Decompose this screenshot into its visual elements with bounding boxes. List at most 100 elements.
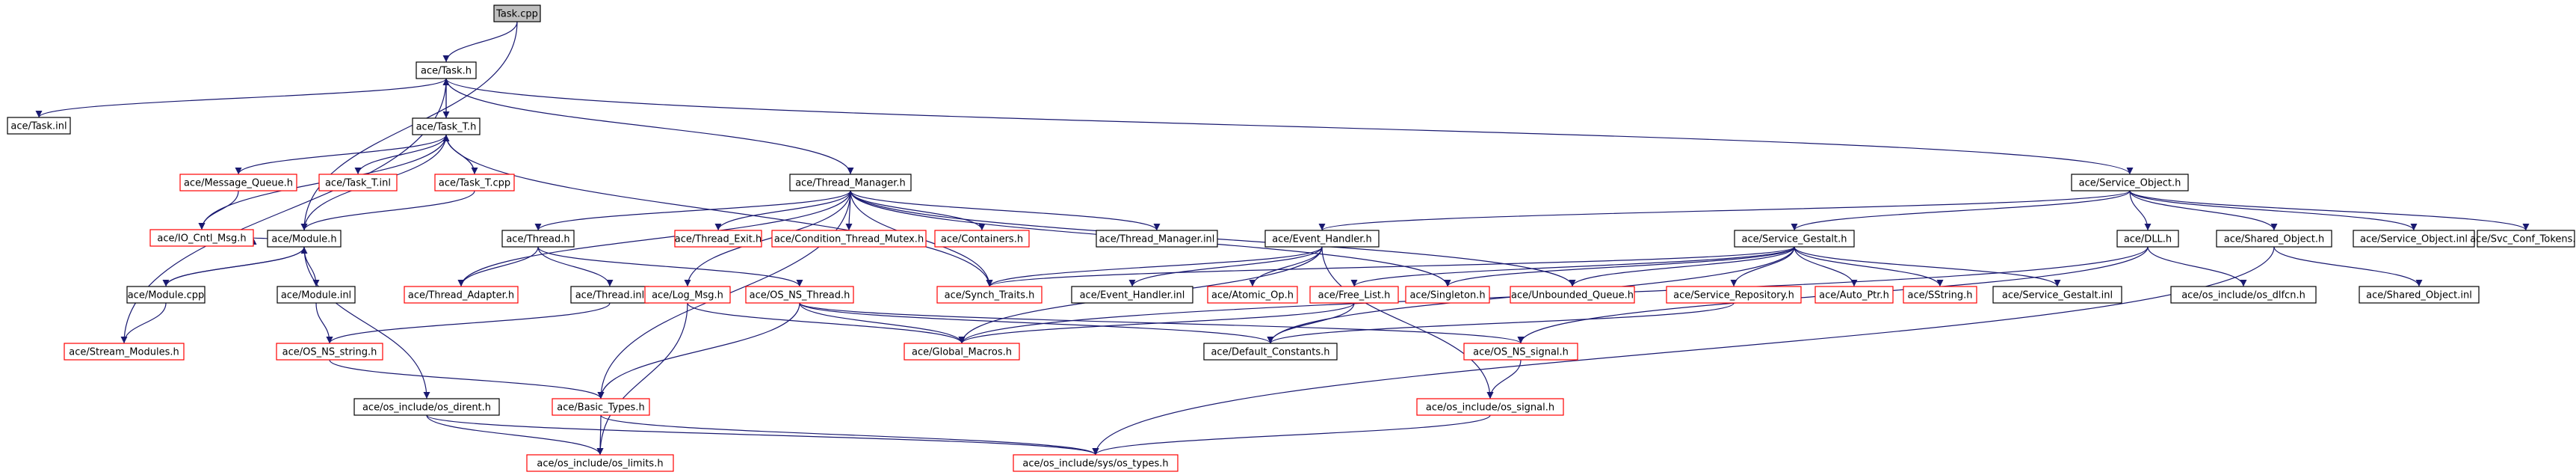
node-ace-message-queue-h[interactable]: ace/Message_Queue.h [179,174,297,191]
node-ace-thread-h[interactable]: ace/Thread.h [501,230,575,248]
node-box [1734,230,1855,248]
edge-ace-service-gestalt-h-to-ace-sstring-h [1794,246,1944,287]
node-label: ace/Service_Gestalt.inl [2002,290,2113,301]
node-ace-os-include-os-signal-h[interactable]: ace/os_include/os_signal.h [1416,398,1564,416]
node-ace-service-repository-h[interactable]: ace/Service_Repository.h [1666,286,1802,304]
node-ace-module-cpp[interactable]: ace/Module.cpp [126,286,206,304]
edge-ace-os-ns-string-h-to-ace-basic-types-h [329,359,605,399]
edge-ace-module-h-to-ace-os-include-os-dirent-h [303,246,430,399]
node-ace-task-t-h[interactable]: ace/Task_T.h [412,117,481,135]
node-label: ace/DLL.h [2124,234,2172,245]
node-label: ace/Thread_Manager.h [795,178,906,189]
node-ace-event-handler-h[interactable]: ace/Event_Handler.h [1264,230,1380,248]
edge-ace-thread-inl-to-ace-os-ns-string-h [326,302,611,344]
node-ace-task-t-inl[interactable]: ace/Task_T.inl [318,174,398,191]
node-ace-thread-exit-h[interactable]: ace/Thread_Exit.h [674,230,762,248]
node-ace-synch-traits-h[interactable]: ace/Synch_Traits.h [936,286,1043,304]
edge-ace-service-gestalt-h-to-ace-unbounded-queue-h [1569,246,1795,287]
node-label: ace/Thread_Exit.h [675,234,762,245]
node-ace-module-h[interactable]: ace/Module.h [267,230,342,248]
node-box [934,230,1030,248]
node-ace-os-include-os-dlfcn-h[interactable]: ace/os_include/os_dlfcn.h [2170,286,2317,304]
node-ace-service-gestalt-inl[interactable]: ace/Service_Gestalt.inl [1992,286,2122,304]
edge-ace-message-queue-h-to-ace-io-cntl-msg-h [198,190,239,230]
node-ace-thread-manager-inl[interactable]: ace/Thread_Manager.inl [1096,230,1218,248]
edge-ace-thread-manager-h-to-ace-log-msg-h [684,190,851,287]
node-ace-io-cntl-msg-h[interactable]: ace/IO_Cntl_Msg.h [149,229,254,247]
node-ace-svc-conf-tokens-h[interactable]: ace/Svc_Conf_Tokens.h [2470,230,2576,248]
node-task-cpp: Task.cpp [493,4,541,22]
node-ace-os-include-sys-os-types-h[interactable]: ace/os_include/sys/os_types.h [1013,454,1179,472]
node-ace-condition-thread-mutex-h[interactable]: ace/Condition_Thread_Mutex.h [771,230,927,248]
node-ace-os-ns-string-h[interactable]: ace/OS_NS_string.h [276,343,383,361]
node-ace-auto-ptr-h[interactable]: ace/Auto_Ptr.h [1814,286,1894,304]
node-ace-service-gestalt-h[interactable]: ace/Service_Gestalt.h [1734,230,1855,248]
node-ace-shared-object-inl[interactable]: ace/Shared_Object.inl [2359,286,2480,304]
edge-ace-task-t-cpp-to-ace-task-t-h [442,134,475,175]
node-ace-thread-inl[interactable]: ace/Thread.inl [570,286,649,304]
node-label: ace/Task_T.h [416,122,477,133]
node-ace-shared-object-h[interactable]: ace/Shared_Object.h [2216,230,2332,248]
edge-ace-thread-manager-h-to-ace-containers-h [850,190,986,231]
node-ace-dll-h[interactable]: ace/DLL.h [2116,230,2179,248]
edge-ace-task-t-h-to-ace-synch-traits-h [445,134,993,287]
node-ace-task-inl[interactable]: ace/Task.inl [7,117,71,135]
node-box [1096,230,1218,248]
edge-ace-service-gestalt-h-to-ace-service-gestalt-inl [1794,246,2061,287]
node-ace-module-inl[interactable]: ace/Module.inl [277,286,356,304]
node-ace-task-t-cpp[interactable]: ace/Task_T.cpp [434,174,515,191]
edge-ace-event-handler-h-to-ace-os-include-os-signal-h [1321,246,1494,399]
node-label: ace/os_include/os_signal.h [1426,402,1554,414]
edge-ace-service-object-h-to-ace-event-handler-h [1318,190,2131,231]
node-label: ace/Service_Gestalt.h [1741,234,1847,245]
edge-ace-task-t-h-to-ace-task-t-inl [354,134,447,175]
node-ace-atomic-op-h[interactable]: ace/Atomic_Op.h [1207,286,1298,304]
node-ace-default-constants-h[interactable]: ace/Default_Constants.h [1203,343,1338,361]
node-ace-os-ns-thread-h[interactable]: ace/OS_NS_Thread.h [745,286,854,304]
node-label: ace/OS_NS_signal.h [1473,347,1569,358]
node-ace-os-ns-signal-h[interactable]: ace/OS_NS_signal.h [1463,343,1578,361]
node-ace-thread-manager-h[interactable]: ace/Thread_Manager.h [789,174,912,191]
node-ace-unbounded-queue-h[interactable]: ace/Unbounded_Queue.h [1510,286,1635,304]
edge-ace-service-object-h-to-ace-shared-object-h [2129,190,2278,231]
edge-ace-module-cpp-to-ace-stream-modules-h [120,302,167,344]
node-box [936,286,1043,304]
node-ace-os-include-os-limits-h[interactable]: ace/os_include/os_limits.h [526,454,674,472]
node-label: ace/Service_Object.h [2079,178,2181,189]
node-ace-task-h[interactable]: ace/Task.h [416,61,477,79]
node-ace-log-msg-h[interactable]: ace/Log_Msg.h [644,286,731,304]
node-label: ace/Message_Queue.h [184,178,293,189]
edge-ace-module-cpp-to-ace-module-h [165,246,308,287]
edge-ace-event-handler-h-to-ace-atomic-op-h [1249,246,1323,287]
edge-ace-task-h-to-ace-service-object-h [445,78,2134,175]
node-ace-service-object-h[interactable]: ace/Service_Object.h [2071,174,2189,191]
node-ace-sstring-h[interactable]: ace/SString.h [1903,286,1977,304]
node-ace-singleton-h[interactable]: ace/Singleton.h [1405,286,1490,304]
edge-ace-service-object-h-to-ace-service-object-inl [2129,190,2418,231]
node-box [526,454,674,472]
node-ace-free-list-h[interactable]: ace/Free_List.h [1309,286,1399,304]
node-ace-os-include-os-dirent-h[interactable]: ace/os_include/os_dirent.h [353,398,500,416]
node-box [277,286,356,304]
node-ace-thread-adapter-h[interactable]: ace/Thread_Adapter.h [404,286,519,304]
node-label: ace/Singleton.h [1409,290,1485,301]
edge-ace-service-gestalt-h-to-ace-auto-ptr-h [1794,246,1858,287]
node-label: ace/Thread.inl [575,290,645,301]
node-ace-containers-h[interactable]: ace/Containers.h [934,230,1030,248]
node-label: ace/Log_Msg.h [652,290,723,301]
node-ace-service-object-inl[interactable]: ace/Service_Object.inl [2353,230,2475,248]
node-label: ace/Shared_Object.inl [2366,290,2472,301]
node-label: ace/os_include/sys/os_types.h [1022,459,1168,470]
node-box [416,61,477,79]
node-ace-stream-modules-h[interactable]: ace/Stream_Modules.h [64,343,185,361]
edge-ace-free-list-h-to-ace-global-macros-h [958,302,1355,344]
edge-task-cpp-to-ace-module-h [300,21,518,231]
node-box [674,230,762,248]
node-label: ace/Event_Handler.h [1272,234,1372,245]
node-label: ace/Atomic_Op.h [1211,290,1294,301]
node-ace-basic-types-h[interactable]: ace/Basic_Types.h [552,398,650,416]
node-ace-global-macros-h[interactable]: ace/Global_Macros.h [904,343,1020,361]
node-label: ace/Module.inl [281,290,351,301]
node-ace-event-handler-inl[interactable]: ace/Event_Handler.inl [1071,286,1193,304]
